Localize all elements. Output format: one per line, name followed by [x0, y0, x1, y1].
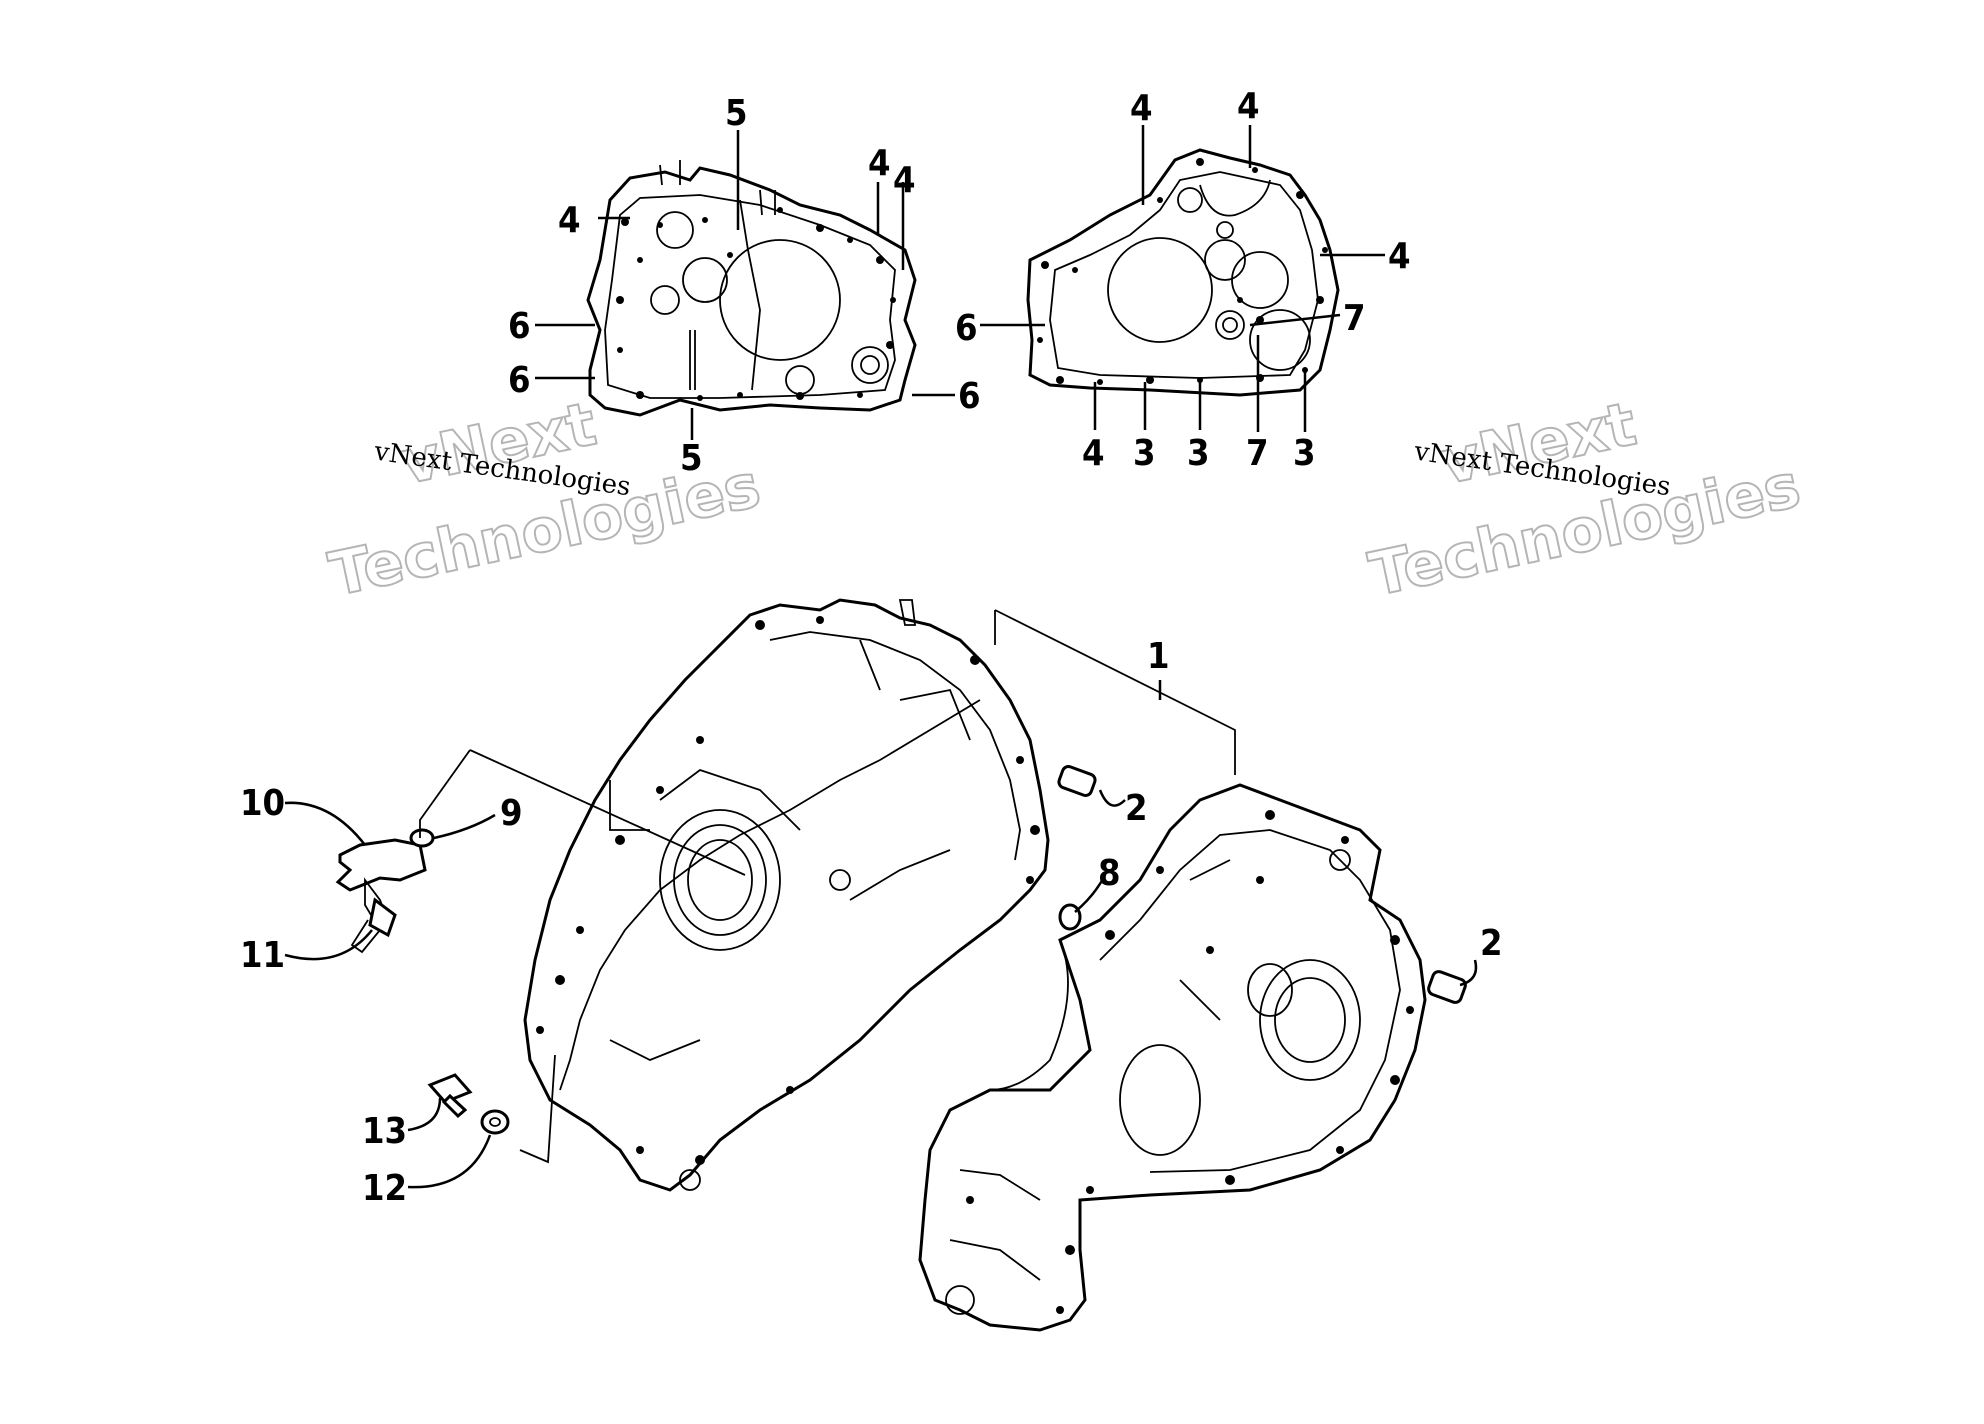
watermark-left: vNext Technologies vNext Technologies — [323, 388, 768, 611]
callout-3: 3 — [1133, 433, 1156, 474]
callout-8: 8 — [1098, 853, 1121, 894]
right-cover-gasket — [1026, 148, 1340, 397]
watermark-right: vNext Technologies vNext Technologies — [1363, 388, 1808, 611]
callout-2: 2 — [1480, 923, 1503, 964]
callout-3: 3 — [1187, 433, 1210, 474]
callout-13: 13 — [362, 1111, 407, 1152]
callout-10: 10 — [240, 783, 285, 824]
dowel-pin-upper — [1057, 765, 1097, 797]
breather-bolt — [350, 897, 397, 954]
callout-4: 4 — [1082, 433, 1105, 474]
dowel-pin-right — [1427, 970, 1467, 1004]
callout-labels: 1 2 2 3 3 3 4 4 4 4 4 4 4 5 5 6 6 6 6 7 … — [240, 86, 1503, 1209]
callout-4: 4 — [558, 200, 581, 241]
left-crankcase-half — [523, 598, 1050, 1192]
drain-plug-13 — [427, 1073, 473, 1119]
callout-1: 1 — [1147, 636, 1170, 677]
callout-4: 4 — [1388, 236, 1411, 277]
callout-4: 4 — [893, 160, 916, 201]
callout-5: 5 — [680, 438, 703, 479]
callout-9: 9 — [500, 793, 523, 834]
callout-6: 6 — [958, 376, 981, 417]
callout-4: 4 — [1237, 86, 1260, 127]
callout-12: 12 — [362, 1168, 407, 1209]
right-crankcase-half — [918, 783, 1427, 1332]
callout-7: 7 — [1343, 298, 1366, 339]
callout-4: 4 — [868, 143, 891, 184]
callout-6: 6 — [955, 308, 978, 349]
callout-5: 5 — [725, 93, 748, 134]
o-ring-9 — [409, 828, 435, 848]
callout-6: 6 — [508, 306, 531, 347]
left-cover-gasket — [586, 160, 917, 417]
callout-11: 11 — [240, 935, 285, 976]
callout-2: 2 — [1125, 788, 1148, 829]
callout-7: 7 — [1246, 433, 1269, 474]
washer-12 — [480, 1109, 510, 1135]
callout-4: 4 — [1130, 88, 1153, 129]
leader-lines — [284, 125, 1478, 1189]
callout-3: 3 — [1293, 433, 1316, 474]
callout-6: 6 — [508, 360, 531, 401]
